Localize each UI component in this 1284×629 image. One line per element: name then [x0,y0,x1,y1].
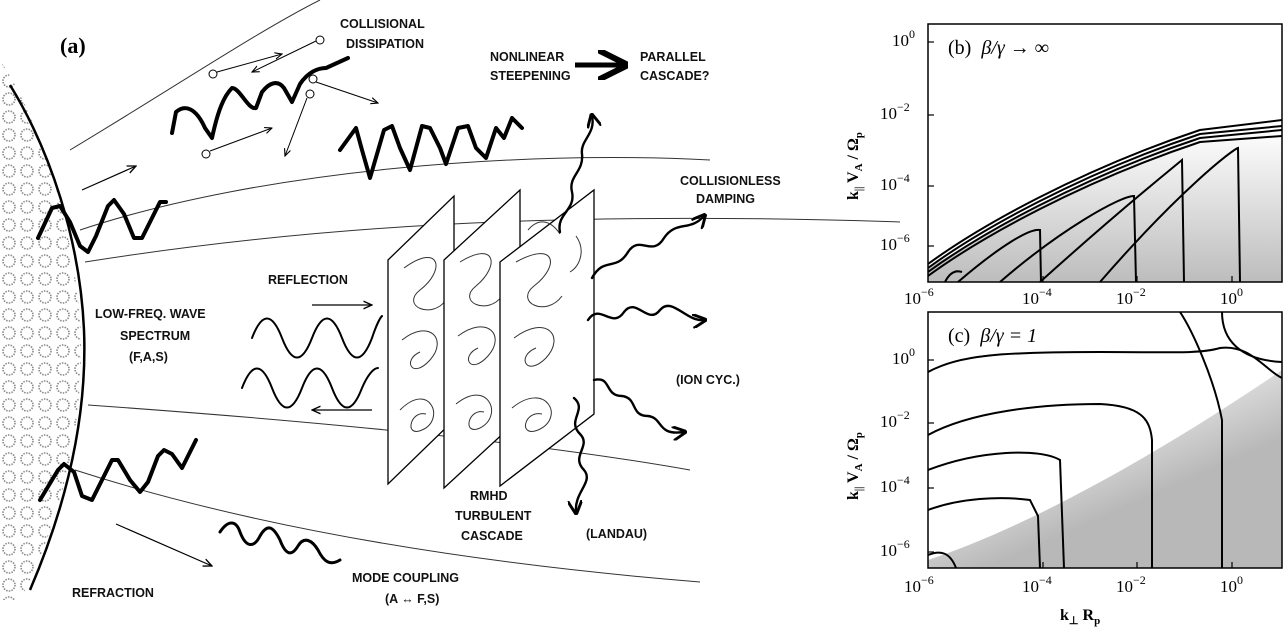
svg-text:DISSIPATION: DISSIPATION [346,37,424,51]
panel-c-ytick: 100 [892,345,915,368]
panel-c-xtick: 10−4 [1022,573,1052,596]
turbulent-planes [387,188,595,490]
panel-b-contour [1099,146,1241,282]
panel-b-contour [999,194,1137,282]
panel-b-xtick: 10−6 [904,285,934,308]
svg-text:CASCADE: CASCADE [461,529,523,543]
label-collisionless: COLLISIONLESS DAMPING [680,174,781,206]
landau-down-arrow-2 [574,396,588,512]
panel-c-frame [927,311,1283,569]
label-mode-coupling: MODE COUPLING (A ↔ F,S) [352,571,459,606]
flux-tube-top [79,157,711,231]
panel-b-contour [928,135,1282,277]
panel-c-shading [928,370,1282,568]
reflection-wave-2 [241,367,379,409]
panel-c-contour [1221,312,1282,363]
panel-b-ytick: 100 [892,27,915,50]
low-wave-2 [38,438,198,502]
panel-b-ytick: 10−4 [880,171,910,194]
panel-a-label: (a) [60,33,86,58]
svg-text:(F,A,S): (F,A,S) [129,350,168,364]
reflection-wave-1 [251,315,383,359]
panel-b-contour [928,119,1282,265]
panel-b-contour [928,129,1282,273]
panel-c-x-ticks: 10−6 10−4 10−2 100 [904,573,1243,596]
panel-b-x-ticks: 10−6 10−4 10−2 100 [904,285,1243,308]
panel-b-contour [944,270,963,282]
panel-b-title: (b)β/γ → ∞ [948,37,1049,59]
panel-b-contour [1039,157,1185,282]
panel-c: (c)β/γ = 1 100 10−2 10−4 10−6 10−6 10−4 … [845,311,1283,627]
outer-boundary-bottom [74,469,701,583]
panel-c-xtick: 10−2 [1116,573,1146,596]
svg-text:MODE COUPLING: MODE COUPLING [352,571,459,585]
label-ioncyc: (ION CYC.) [676,373,740,387]
svg-text:RMHD: RMHD [470,489,508,503]
svg-text:LOW-FREQ. WAVE: LOW-FREQ. WAVE [95,307,206,321]
panel-c-contour [1179,312,1223,568]
outer-boundary-top [69,0,321,151]
svg-text:DAMPING: DAMPING [696,192,755,206]
svg-text:TURBULENT: TURBULENT [455,509,532,523]
panel-b-contour [957,228,1042,282]
panel-c-xtick: 100 [1220,573,1243,596]
svg-text:NONLINEAR: NONLINEAR [490,50,564,64]
coupling-wave [218,521,342,565]
panel-c-y-ticks: 100 10−2 10−4 10−6 [880,345,915,560]
damping-right-arrow [590,216,704,280]
panel-b-contour [928,125,1282,269]
label-reflection: REFLECTION [268,273,348,287]
ioncyc-arrow [586,304,704,320]
label-collisional: COLLISIONAL DISSIPATION [340,17,425,51]
panel-c-xtick: 10−6 [904,573,934,596]
panel-b-y-ticks: 100 10−2 10−4 10−6 [880,27,915,254]
panel-c-ticks [928,359,1233,568]
panel-c-contour [928,551,957,568]
panel-b-y-label: k|| VA / Ωp [845,132,865,200]
panel-b-xtick: 10−2 [1116,285,1146,308]
panel-b-ticks [928,41,1233,282]
panel-c-title: (c)β/γ = 1 [948,325,1037,347]
collisional-wave [338,116,524,180]
panel-c-contour [928,346,1282,379]
label-landau: (LANDAU) [586,527,647,541]
panel-c-contour [928,497,1041,568]
panel-c-x-label: k⊥ Rp [1060,607,1100,627]
panel-b-ytick: 10−6 [880,231,910,254]
panel-c-contour [928,402,1153,568]
label-refraction: REFRACTION [72,586,154,600]
panel-b-xtick: 100 [1220,285,1243,308]
label-nonlinear: NONLINEAR STEEPENING [490,50,571,83]
panel-c-y-label: k|| VA / Ωp [845,432,865,500]
panel-a: (a) [0,0,901,606]
low-wave-1 [36,198,168,254]
panel-b-frame [927,23,1283,283]
panel-b-ytick: 10−2 [880,100,910,123]
svg-text:STEEPENING: STEEPENING [490,69,571,83]
steepening-wave [170,56,350,140]
panel-b-shading [928,128,1282,282]
svg-text:COLLISIONLESS: COLLISIONLESS [680,174,781,188]
label-rmhd: RMHD TURBULENT CASCADE [455,489,532,543]
damping-up-arrow [558,116,592,234]
panel-c-ytick: 10−2 [880,408,910,431]
svg-text:COLLISIONAL: COLLISIONAL [340,17,425,31]
landau-down-arrow-1 [592,378,684,432]
label-lowfreq: LOW-FREQ. WAVE SPECTRUM (F,A,S) [95,307,206,364]
collisional-particles [201,35,378,159]
panel-c-ytick: 10−4 [880,473,910,496]
svg-text:CASCADE?: CASCADE? [640,69,709,83]
panel-c-ytick: 10−6 [880,537,910,560]
svg-text:(A ↔ F,S): (A ↔ F,S) [385,592,439,606]
label-parallel: PARALLEL CASCADE? [640,50,709,83]
svg-text:PARALLEL: PARALLEL [640,50,706,64]
panel-c-contour [928,451,1065,568]
sun-limb [8,84,86,591]
panel-b-xtick: 10−4 [1022,285,1052,308]
svg-text:SPECTRUM: SPECTRUM [120,329,190,343]
panel-b: (b)β/γ → ∞ 100 10−2 10−4 10−6 10−6 10−4 … [845,23,1283,308]
